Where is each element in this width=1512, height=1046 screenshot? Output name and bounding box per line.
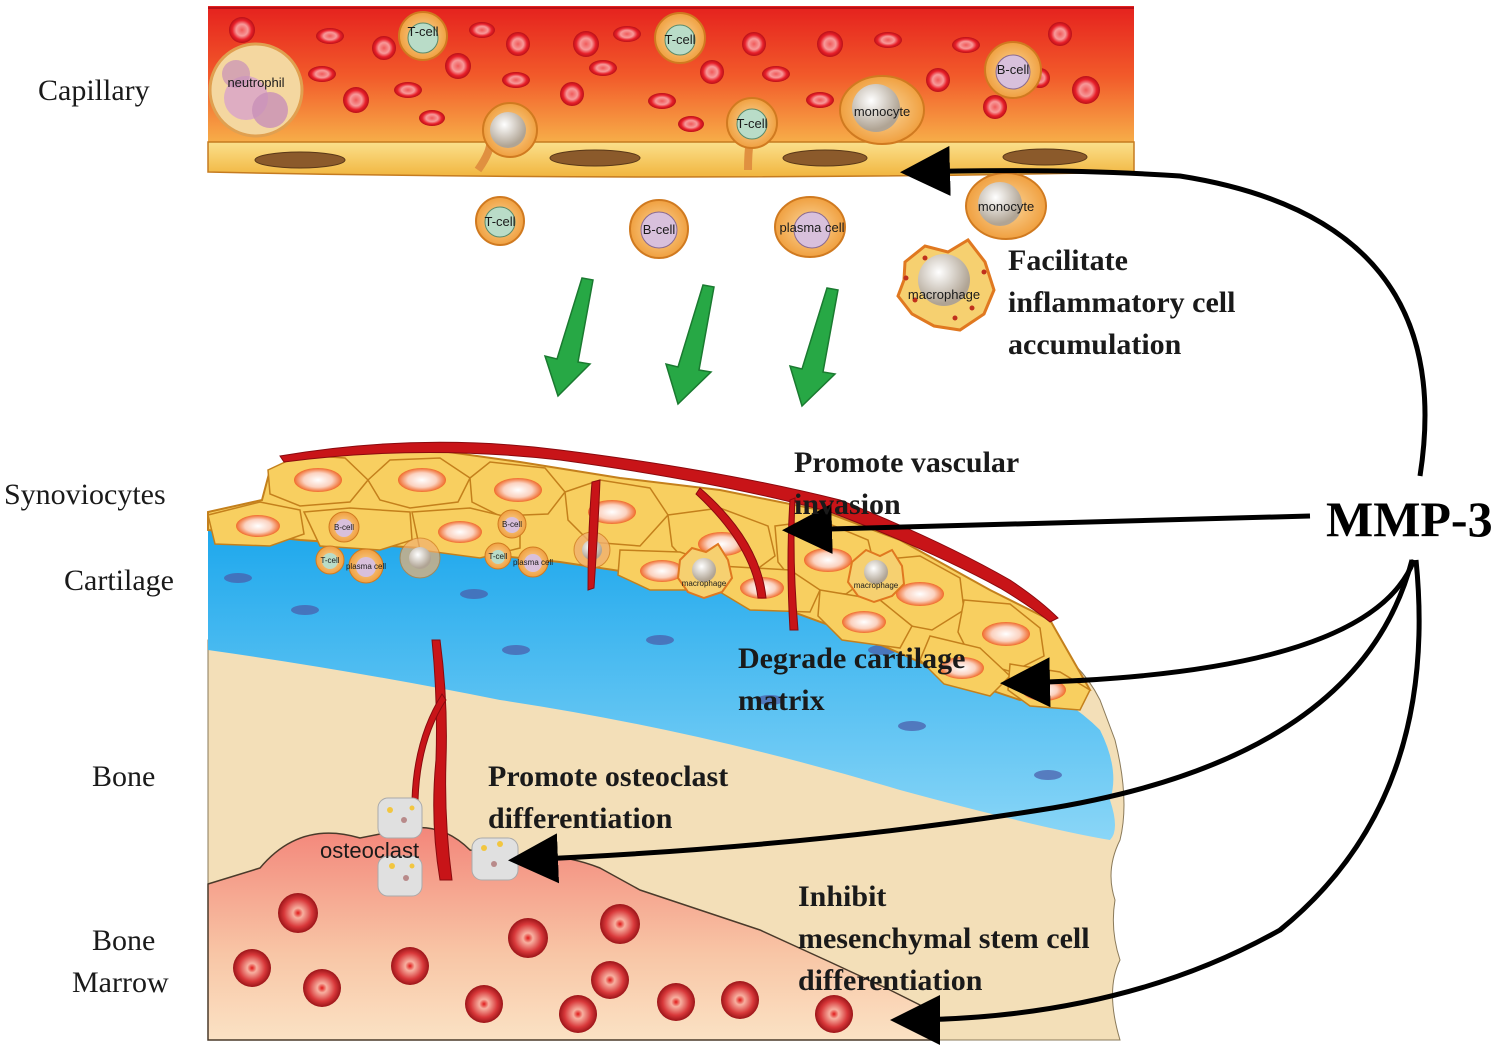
cartilage-label: Cartilage (64, 564, 174, 597)
b-cell-label: B-cell (997, 62, 1030, 77)
effect-cartilage-line2: matrix (738, 684, 825, 717)
arrow-to-capillary (900, 145, 1428, 477)
arrow-to-synovium (782, 503, 1311, 554)
macrophage-label: macrophage (854, 581, 899, 590)
osteoclast-label: osteoclast (320, 838, 419, 863)
t-cell-label: T-cell (484, 214, 515, 229)
synoviocytes-label: Synoviocytes (4, 478, 166, 511)
osteoclast-cell (377, 797, 423, 839)
monocyte-label: monocyte (978, 199, 1034, 214)
neutrophil-label: neutrophil (227, 75, 284, 90)
osteoclasts: osteoclast (320, 797, 519, 897)
t-cell-synovium-2: T-cell (484, 542, 512, 570)
t-cell-lumen-2: T-cell (654, 12, 706, 64)
endothelial-nuclei (254, 148, 1088, 169)
b-cell-label: B-cell (334, 523, 354, 532)
b-cell-lumen: B-cell (984, 41, 1042, 99)
synovial-infiltrate: B-cell T-cell plasma cell B-cell (315, 509, 906, 604)
effect-accumulation-line3: accumulation (1008, 328, 1182, 361)
cartilage-region (208, 520, 1115, 840)
t-cell-label: T-cell (736, 116, 767, 131)
mmp3-arrows (508, 145, 1428, 1045)
arrow-to-cartilage (1000, 559, 1417, 708)
effect-vascular-line2: invasion (794, 488, 901, 521)
t-cell-label: T-cell (664, 32, 695, 47)
b-cell-label: B-cell (643, 222, 676, 237)
effect-msc-line1: Inhibit (798, 880, 886, 913)
neutrophil-cell: neutrophil (208, 42, 304, 138)
plasma-cell-tissue: plasma cell (774, 196, 846, 258)
plasma-cell-label: plasma cell (779, 220, 844, 235)
effect-msc-line2: mesenchymal stem cell (798, 922, 1090, 955)
osteoclast-cell (471, 837, 519, 881)
monocyte-lumen: monocyte (839, 75, 925, 145)
monocyte-label: monocyte (854, 104, 910, 119)
green-arrow-icon (664, 284, 715, 406)
plasma-cell-synovium: plasma cell (346, 548, 386, 584)
tissue-labels: Capillary Synoviocytes Cartilage Bone Bo… (4, 74, 174, 999)
plasma-cell-label: plasma cell (346, 562, 386, 571)
monocyte-synovium (399, 537, 441, 579)
macrophage-synovium-2: macrophage (846, 548, 906, 604)
bone-label: Bone (92, 760, 155, 793)
capillary-label: Capillary (38, 74, 150, 107)
migration-arrows (543, 277, 839, 408)
macrophage-tissue: macrophage (896, 238, 996, 332)
b-cell-label: B-cell (502, 520, 522, 529)
t-cell-label: T-cell (407, 24, 438, 39)
green-arrow-icon (788, 287, 839, 408)
bone-marrow-label-line1: Bone (92, 924, 155, 957)
extravasated-cells: T-cell B-cell plasma cell monocyte macro… (475, 172, 1047, 332)
macrophage-synovium: macrophage (676, 542, 734, 600)
effect-accumulation-line2: inflammatory cell (1008, 286, 1235, 319)
t-cell-label: T-cell (320, 556, 339, 565)
chondrocytes (224, 573, 1062, 780)
plasma-cell-synovium-2: plasma cell (513, 546, 553, 578)
monocyte-tissue: monocyte (965, 172, 1047, 240)
red-blood-cells (229, 17, 1100, 132)
transmigrating-cell-1 (474, 102, 538, 173)
effect-osteoclast-line2: differentiation (488, 802, 673, 835)
green-arrow-icon (543, 277, 594, 398)
joint-tissue: B-cell T-cell plasma cell B-cell (207, 441, 1125, 1041)
effect-accumulation-line1: Facilitate (1008, 244, 1128, 277)
t-cell-tissue: T-cell (475, 196, 525, 246)
t-cell-transmigrating: T-cell (726, 97, 778, 171)
osteoclast-cell (377, 855, 423, 897)
arrow-to-osteoclast (508, 559, 1415, 884)
effect-msc-line3: differentiation (798, 964, 983, 997)
plasma-cell-label: plasma cell (513, 558, 553, 567)
capillary: neutrophil T-cell T-cell B-cell monocyte (207, 6, 1135, 178)
effect-cartilage-line1: Degrade cartilage (738, 642, 965, 675)
mmp3-label: MMP-3 (1326, 491, 1493, 547)
macrophage-label: macrophage (682, 579, 727, 588)
b-cell-synovium-2: B-cell (497, 509, 527, 539)
t-cell-label: T-cell (488, 552, 507, 561)
effect-labels: Facilitate inflammatory cell accumulatio… (488, 244, 1235, 997)
effect-vascular-line1: Promote vascular (794, 446, 1019, 479)
marrow-cells (233, 893, 853, 1033)
t-cell-lumen-1: T-cell (398, 11, 448, 61)
macrophage-label: macrophage (908, 287, 980, 302)
bone-marrow-label-line2: Marrow (72, 966, 169, 999)
b-cell-tissue: B-cell (629, 199, 689, 259)
effect-osteoclast-line1: Promote osteoclast (488, 760, 728, 793)
b-cell-synovium: B-cell (328, 511, 360, 543)
arrow-to-marrow (890, 559, 1422, 1045)
t-cell-synovium: T-cell (315, 545, 345, 575)
